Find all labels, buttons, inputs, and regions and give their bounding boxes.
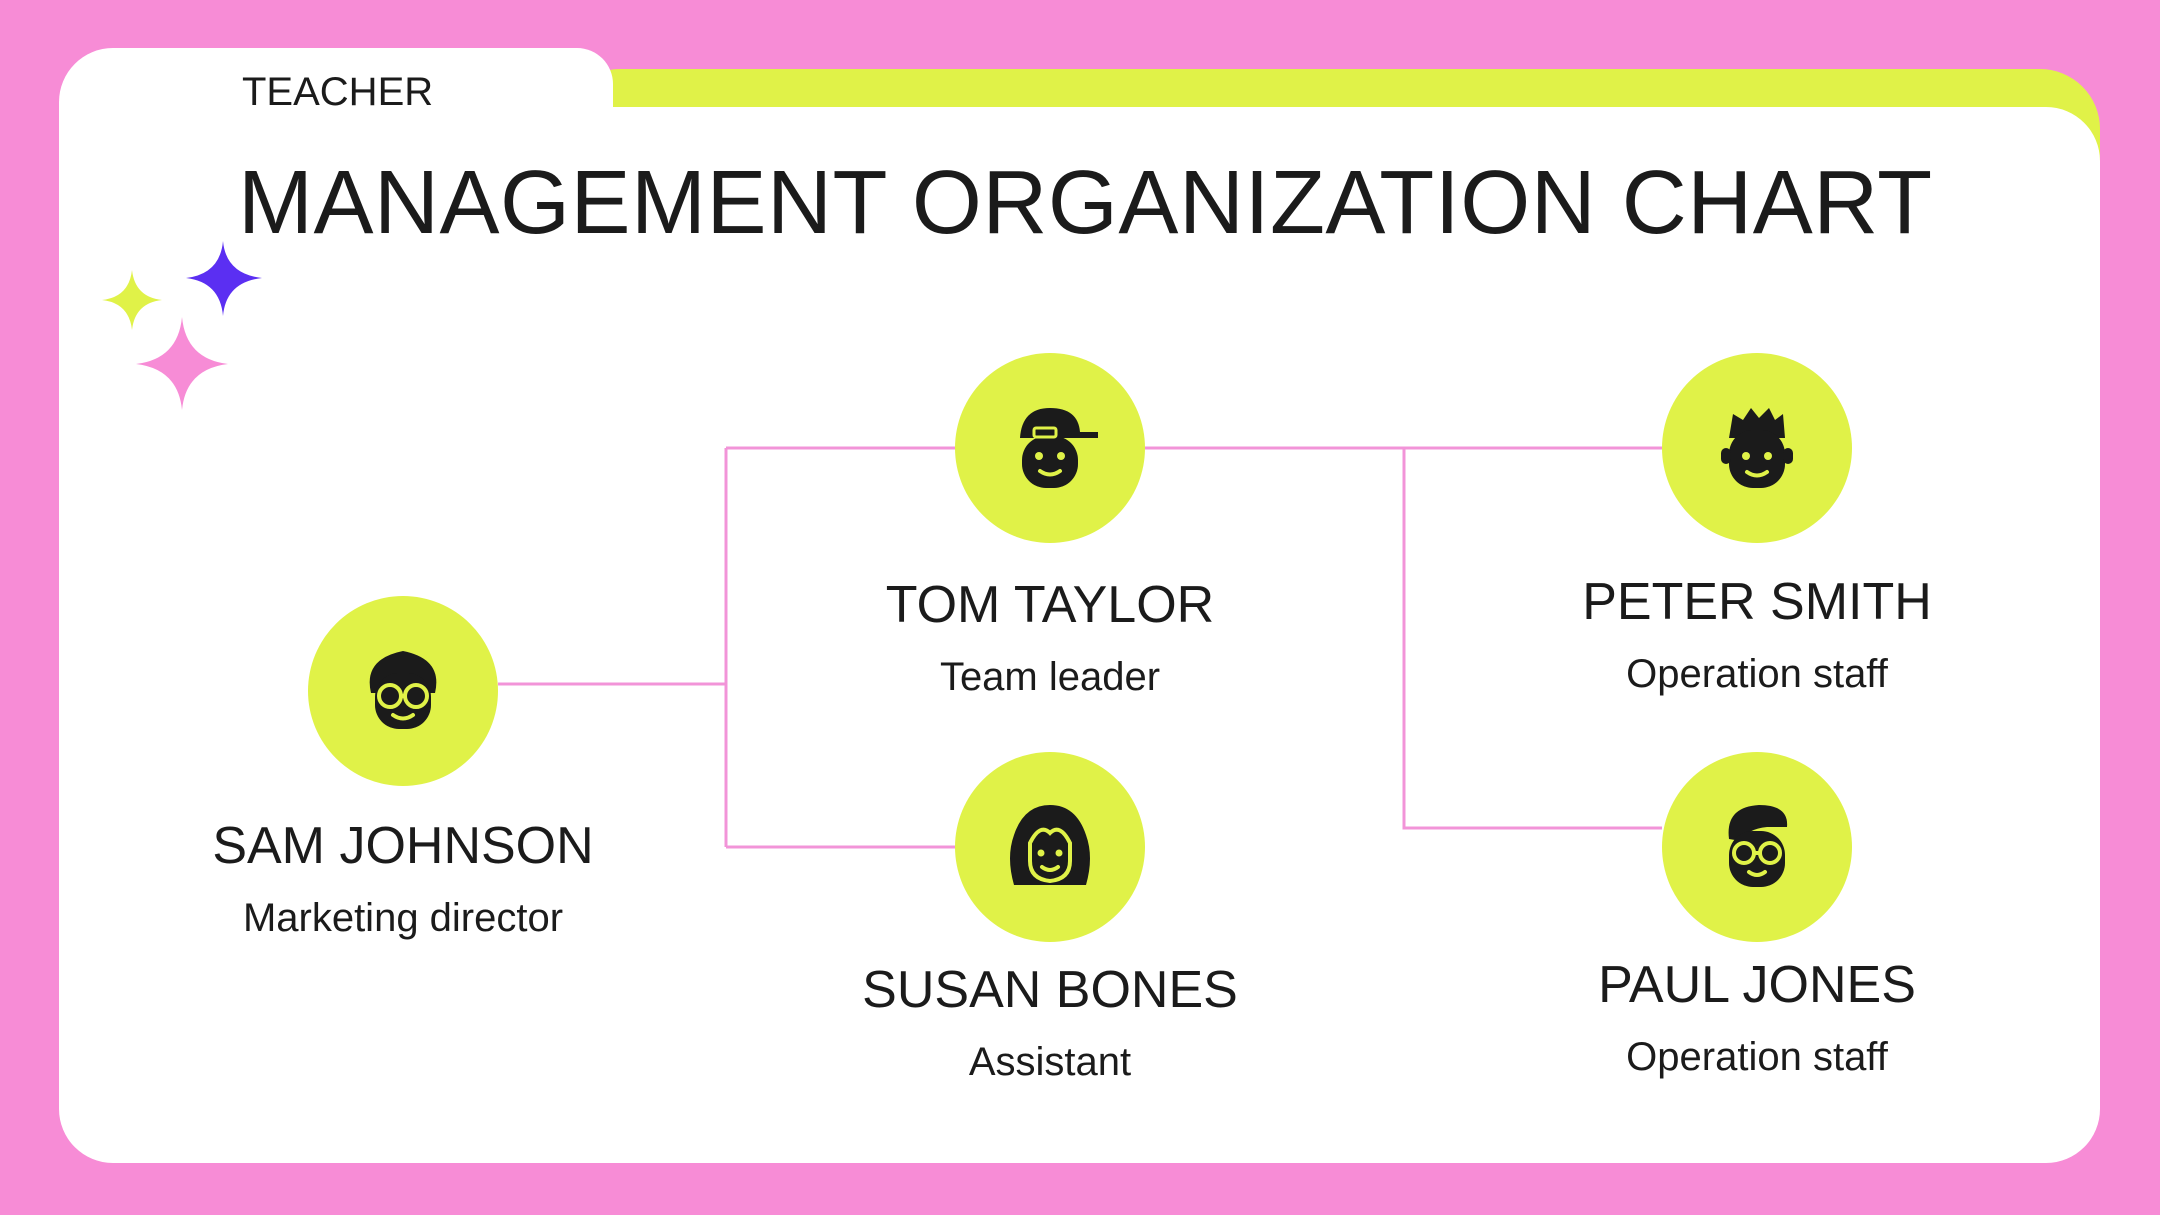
node-name-paul: PAUL JONES (1598, 956, 1916, 1014)
avatar-peter (1662, 353, 1852, 543)
connector-sam-tom-susan (498, 446, 955, 849)
node-name-susan: SUSAN BONES (862, 961, 1238, 1019)
kicker-label: TEACHER (242, 70, 434, 114)
woman-icon (1010, 805, 1090, 885)
man-glasses-icon (369, 651, 437, 729)
avatar-susan (955, 752, 1145, 942)
man-spiky-hair-icon (1721, 408, 1793, 488)
node-role-susan: Assistant (968, 1040, 1132, 1084)
connector-tom-peter-paul (1145, 446, 1662, 830)
page-title: MANAGEMENT ORGANIZATION CHART (238, 153, 1933, 253)
node-role-peter: Operation staff (1626, 652, 1888, 696)
node-role-paul: Operation staff (1626, 1035, 1888, 1079)
sparkle-pink-icon (136, 317, 228, 410)
avatar-sam (308, 596, 498, 786)
avatar-paul (1662, 752, 1852, 942)
node-name-tom: TOM TAYLOR (885, 576, 1215, 634)
node-name-peter: PETER SMITH (1582, 573, 1932, 631)
card-tab (59, 48, 613, 248)
man-quiff-glasses-icon (1728, 805, 1788, 887)
sparkle-lime-icon (102, 270, 162, 330)
node-role-tom: Team leader (939, 655, 1161, 699)
man-cap-icon (1020, 408, 1098, 488)
sparkle-purple-icon (186, 241, 262, 316)
node-name-sam: SAM JOHNSON (212, 817, 594, 875)
avatar-tom (955, 353, 1145, 543)
node-role-sam: Marketing director (242, 896, 564, 940)
